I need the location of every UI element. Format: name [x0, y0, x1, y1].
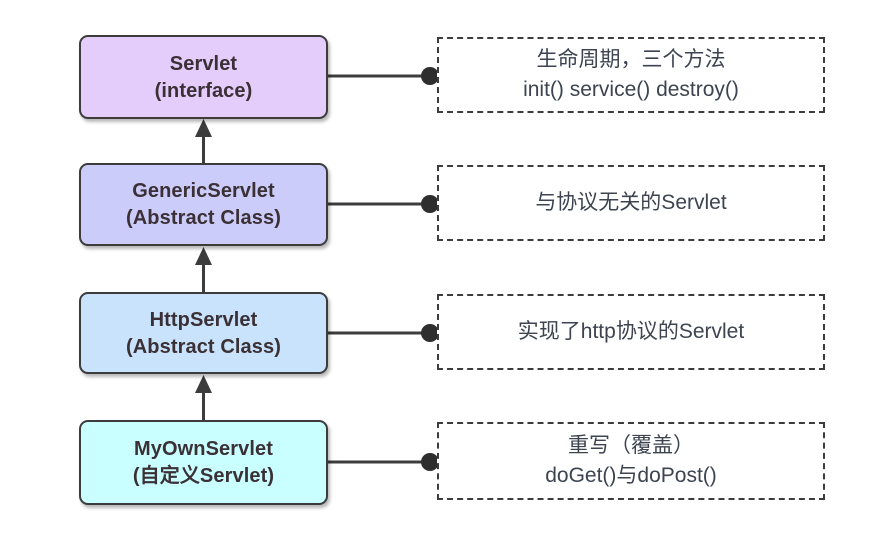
note-box-myownservlet[interactable]: 重写（覆盖） doGet()与doPost() [437, 422, 825, 500]
inheritance-link-myownservlet-to-httpservlet [195, 375, 212, 420]
class-kind-httpservlet: (Abstract Class) [126, 335, 281, 358]
note-line-1: 重写（覆盖） [568, 433, 694, 457]
inheritance-arrow-icon [195, 247, 212, 265]
note-link-servlet [328, 67, 439, 85]
inheritance-link-httpservlet-to-genericservlet [195, 247, 212, 292]
class-name-genericservlet: GenericServlet [132, 180, 275, 202]
class-box-genericservlet[interactable]: GenericServlet (Abstract Class) [79, 163, 328, 246]
inheritance-arrow-icon [195, 119, 212, 137]
class-kind-servlet: (interface) [154, 79, 253, 102]
note-line-1: 生命周期，三个方法 [536, 47, 726, 71]
note-line-1: 与协议无关的Servlet [535, 190, 727, 214]
note-link-genericservlet [328, 195, 439, 213]
note-link-httpservlet [328, 324, 439, 342]
note-box-httpservlet[interactable]: 实现了http协议的Servlet [437, 294, 825, 370]
note-line-2: doGet()与doPost() [545, 464, 717, 487]
note-link-myownservlet [328, 453, 439, 471]
class-kind-genericservlet: (Abstract Class) [126, 207, 281, 229]
class-box-servlet[interactable]: Servlet (interface) [79, 35, 328, 119]
class-name-myownservlet: MyOwnServlet [133, 438, 274, 460]
inheritance-link-genericservlet-to-servlet [195, 119, 212, 163]
class-name-servlet: Servlet [169, 52, 238, 75]
note-line-2: init() service() destroy() [523, 78, 739, 101]
note-box-servlet[interactable]: 生命周期，三个方法 init() service() destroy() [437, 37, 825, 113]
class-box-myownservlet[interactable]: MyOwnServlet (自定义Servlet) [79, 420, 328, 505]
class-kind-myownservlet: (自定义Servlet) [132, 465, 275, 487]
class-name-httpservlet: HttpServlet [149, 308, 258, 331]
note-line-1: 实现了http协议的Servlet [517, 319, 745, 343]
note-box-genericservlet[interactable]: 与协议无关的Servlet [437, 165, 825, 241]
class-box-httpservlet[interactable]: HttpServlet (Abstract Class) [79, 292, 328, 374]
inheritance-arrow-icon [195, 375, 212, 393]
